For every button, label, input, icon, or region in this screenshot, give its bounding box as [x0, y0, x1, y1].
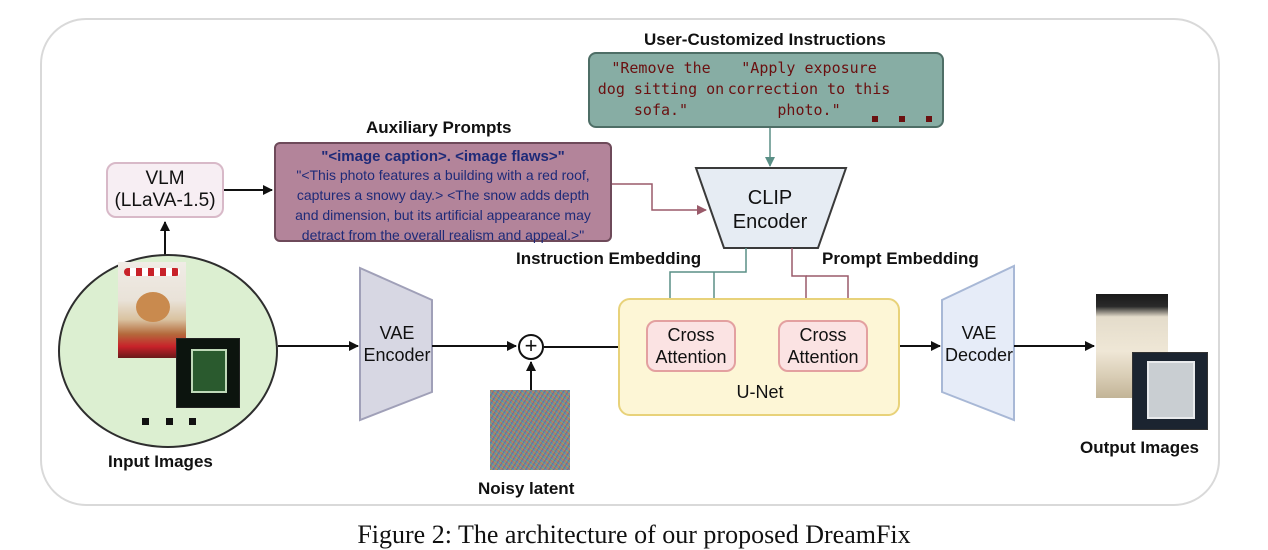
- connector-layer: [160, 128, 1095, 422]
- more-instructions-ellipsis: [872, 116, 932, 122]
- vae-decoder-subtitle: Decoder: [944, 345, 1014, 365]
- clip-subtitle: Encoder: [732, 211, 808, 233]
- input-photo-dog: [118, 262, 186, 358]
- cross-attention-block-1: Cross Attention: [646, 320, 736, 372]
- vae-encoder-subtitle: Encoder: [363, 345, 431, 365]
- vae-encoder-shape: [359, 266, 433, 422]
- figure-caption: Figure 2: The architecture of our propos…: [357, 520, 911, 549]
- instruction-example-remove-dog: "Remove the dog sitting on sofa.": [597, 59, 725, 119]
- input-photo-sign: [176, 338, 240, 408]
- auxiliary-prompt-template: "<image caption>. <image flaws>": [321, 148, 565, 165]
- input-images-label: Input Images: [108, 452, 213, 471]
- arrow-prompt-embedding-a: [791, 248, 811, 319]
- clip-encoder-label: CLIP Encoder: [710, 186, 830, 234]
- output-photo-sign: [1132, 352, 1208, 430]
- cross-attention-1-subtitle: Attention: [655, 347, 727, 367]
- sum-node: +: [518, 334, 544, 360]
- clip-title: CLIP: [747, 187, 793, 209]
- user-customized-instructions-label: User-Customized Instructions: [644, 30, 886, 49]
- instruction-embedding-label: Instruction Embedding: [516, 249, 702, 268]
- vlm-title: VLM: [145, 168, 185, 189]
- cross-attention-2-title: Cross: [799, 325, 847, 345]
- prompt-embedding-label: Prompt Embedding: [822, 249, 979, 268]
- more-inputs-ellipsis: [142, 418, 196, 425]
- user-instructions-box: [588, 52, 944, 128]
- vae-encoder-title: VAE: [379, 323, 415, 343]
- noisy-latent-image: [490, 390, 570, 470]
- auxiliary-prompt-box: "<image caption>. <image flaws>" "<This …: [274, 142, 612, 243]
- vae-encoder-label: VAE Encoder: [352, 322, 442, 366]
- output-images-label: Output Images: [1080, 438, 1200, 457]
- vlm-model: (LLaVA-1.5): [114, 190, 216, 211]
- auxiliary-prompt-example: "<This photo features a building with a …: [295, 167, 591, 243]
- vlm-box: VLM (LLaVA-1.5): [106, 162, 224, 218]
- clip-encoder-shape: [694, 167, 848, 249]
- unet-label: U-Net: [736, 382, 784, 402]
- vae-decoder-shape: [941, 264, 1015, 422]
- cross-attention-1-title: Cross: [667, 325, 715, 345]
- vae-decoder-title: VAE: [961, 323, 997, 343]
- cross-attention-block-2: Cross Attention: [778, 320, 868, 372]
- vae-decoder-label: VAE Decoder: [934, 322, 1024, 366]
- cross-attention-2-subtitle: Attention: [787, 347, 859, 367]
- auxiliary-prompts-label: Auxiliary Prompts: [366, 118, 512, 137]
- arrow-instruction-embedding-a: [665, 248, 747, 319]
- noisy-latent-label: Noisy latent: [478, 479, 575, 498]
- arrow-aux-to-clip: [612, 183, 707, 215]
- instruction-example-exposure: "Apply exposure correction to this photo…: [727, 59, 891, 119]
